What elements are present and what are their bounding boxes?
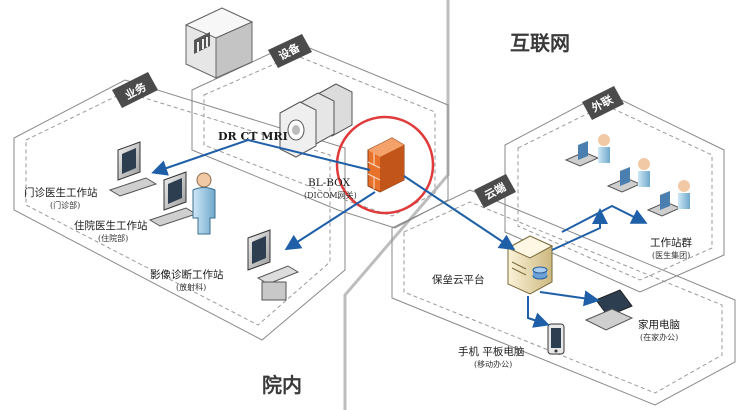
home-pc-subtitle: (在家办公) — [640, 332, 678, 342]
hospital-building-icon — [184, 7, 254, 79]
outpatient-title: 门诊医生工作站 — [24, 186, 98, 199]
home-pc-title: 家用电脑 — [638, 318, 680, 331]
modality-scanners-icon — [279, 83, 353, 158]
tag-equipment: 设备 — [268, 34, 312, 68]
blbox-subtitle: (DICOM网关) — [304, 190, 357, 200]
workstation-group-icon — [564, 134, 690, 217]
outpatient-workstation-icon — [108, 141, 158, 197]
firewall-icon — [367, 137, 405, 193]
inpatient-title: 住院医生工作站 — [74, 219, 148, 232]
arrow-blbox-to-workstations — [151, 138, 371, 176]
highlight-ring — [335, 115, 435, 215]
region-divider — [343, 0, 450, 410]
laptop-icon — [584, 289, 634, 331]
blbox-title: BL-BOX — [308, 177, 351, 189]
cloud-server-icon — [506, 235, 554, 295]
mobile-phone-icon — [547, 323, 565, 355]
doctor-figure-icon — [192, 172, 216, 235]
workstation-group-title: 工作站群 — [650, 236, 692, 249]
cloud-zone — [391, 189, 736, 406]
arrow-cloud-to-laptop — [539, 290, 600, 307]
tag-business: 业务 — [112, 72, 158, 108]
modalities-label: DR CT MRI — [218, 130, 288, 143]
imaging-subtitle: (放射科) — [176, 282, 206, 292]
cloud-platform-label: 保垒云平台 — [432, 273, 485, 286]
business-zone — [13, 79, 346, 341]
arrow-cloud-to-mobile — [527, 296, 550, 328]
arrow-cloud-to-workstations-2 — [561, 204, 648, 233]
mobile-title: 手机 平板电脑 — [458, 345, 524, 358]
tag-external: 外联 — [582, 86, 624, 120]
region-title-internet: 互联网 — [510, 31, 570, 55]
region-title-hospital: 院内 — [262, 373, 302, 397]
inpatient-workstation-icon — [148, 171, 198, 227]
cloud-zone-inner — [403, 201, 723, 394]
arrow-cloud-to-workstations-1 — [551, 208, 608, 251]
workstation-group-subtitle: (医生集团) — [652, 250, 690, 260]
tag-cloud: 云端 — [474, 174, 516, 208]
equipment-zone-inner — [203, 54, 436, 217]
mobile-subtitle: (移动办公) — [474, 359, 512, 369]
imaging-title: 影像诊断工作站 — [150, 268, 224, 281]
arrow-blbox-to-imaging — [284, 191, 376, 251]
outpatient-subtitle: (门诊部) — [50, 200, 80, 210]
arrow-blbox-to-cloud — [403, 175, 516, 251]
imaging-workstation-icon — [247, 229, 300, 301]
external-zone-inner — [517, 104, 713, 281]
inpatient-subtitle: (住院部) — [98, 233, 128, 243]
